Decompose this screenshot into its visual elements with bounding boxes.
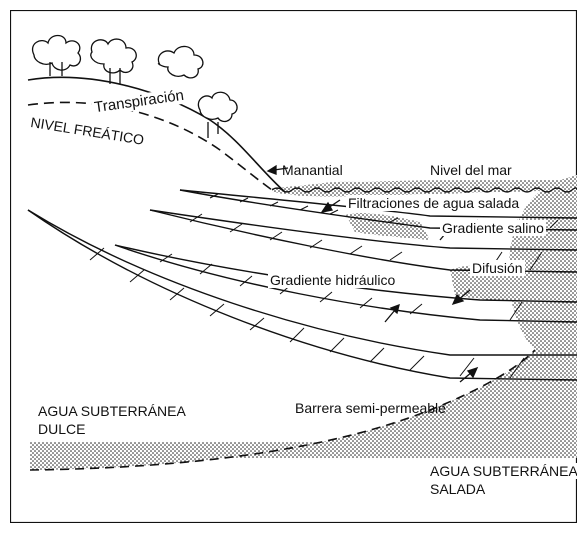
label-agua-salada-line2: SALADA — [428, 481, 487, 497]
label-filtraciones: Filtraciones de agua salada — [346, 195, 521, 211]
label-difusion: Difusión — [470, 260, 525, 276]
label-gradiente-hidraulico: Gradiente hidráulico — [268, 272, 397, 288]
arrow-icon — [460, 368, 477, 382]
label-agua-salada-line1: AGUA SUBTERRÁNEA — [428, 463, 577, 479]
label-manantial: Manantial — [282, 162, 343, 178]
water-table-line — [28, 102, 272, 190]
label-agua-dulce-line1: AGUA SUBTERRÁNEA — [38, 403, 186, 419]
bottom-sediment — [30, 442, 577, 458]
tree-icon — [91, 39, 137, 84]
label-agua-dulce-line2: DULCE — [38, 421, 85, 437]
label-gradiente-salino: Gradiente salino — [440, 220, 546, 236]
tree-icon — [158, 46, 203, 77]
label-nivel-del-mar: Nivel del mar — [430, 162, 512, 178]
tree-icon — [198, 92, 237, 138]
label-barrera: Barrera semi-permeable — [295, 400, 446, 416]
diagram-frame: Transpiración NIVEL FREÁTICO Manantial N… — [10, 10, 577, 523]
arrow-icon — [385, 305, 399, 322]
tree-icon — [33, 36, 81, 77]
